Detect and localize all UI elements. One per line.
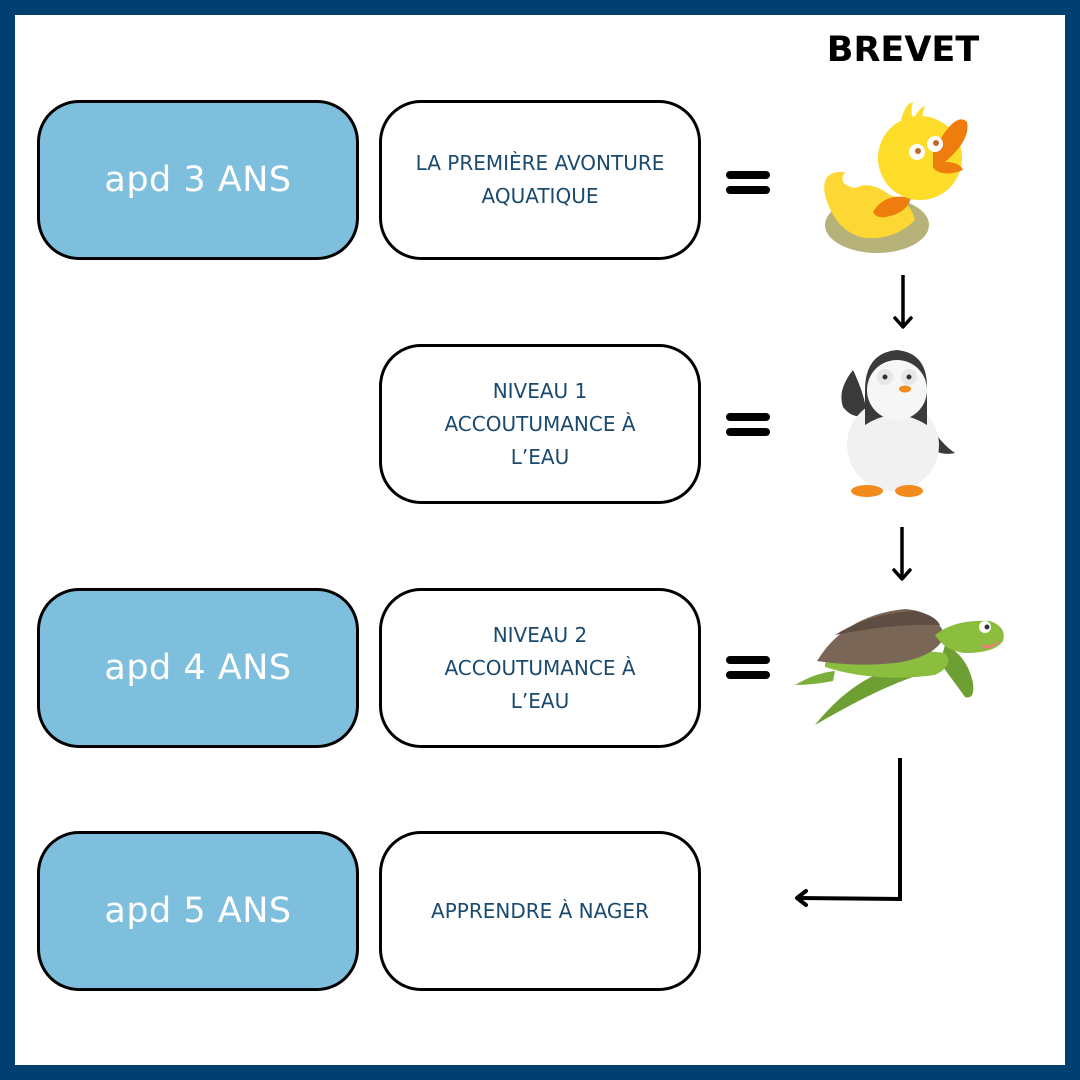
equals-icon [726, 413, 770, 437]
level-box-first-adventure: LA PREMIÈRE AVONTURE AQUATIQUE [379, 100, 701, 260]
turtle-icon [795, 605, 1010, 735]
age-box-4: apd 4 ANS [37, 588, 359, 748]
level-label: APPRENDRE À NAGER [431, 898, 649, 923]
penguin-icon [835, 345, 965, 500]
age-box-3: apd 3 ANS [37, 100, 359, 260]
level-label: NIVEAU 2 ACCOUTUMANCE À L’EAU [444, 622, 636, 713]
down-arrow-icon [891, 525, 913, 583]
level-label: NIVEAU 1 ACCOUTUMANCE À L’EAU [444, 378, 636, 469]
age-label: apd 4 ANS [104, 648, 292, 688]
level-box-apprendre-nager: APPRENDRE À NAGER [379, 831, 701, 991]
level-box-niveau-2: NIVEAU 2 ACCOUTUMANCE À L’EAU [379, 588, 701, 748]
age-box-5: apd 5 ANS [37, 831, 359, 991]
duck-icon [815, 100, 975, 260]
down-arrow-icon [892, 273, 914, 331]
equals-icon [726, 171, 770, 195]
age-label: apd 5 ANS [104, 891, 292, 931]
brevet-title: BREVET [826, 30, 980, 70]
equals-icon [726, 656, 770, 680]
age-label: apd 3 ANS [104, 160, 292, 200]
elbow-arrow-icon [790, 755, 910, 910]
level-label: LA PREMIÈRE AVONTURE AQUATIQUE [415, 151, 665, 208]
level-box-niveau-1: NIVEAU 1 ACCOUTUMANCE À L’EAU [379, 344, 701, 504]
